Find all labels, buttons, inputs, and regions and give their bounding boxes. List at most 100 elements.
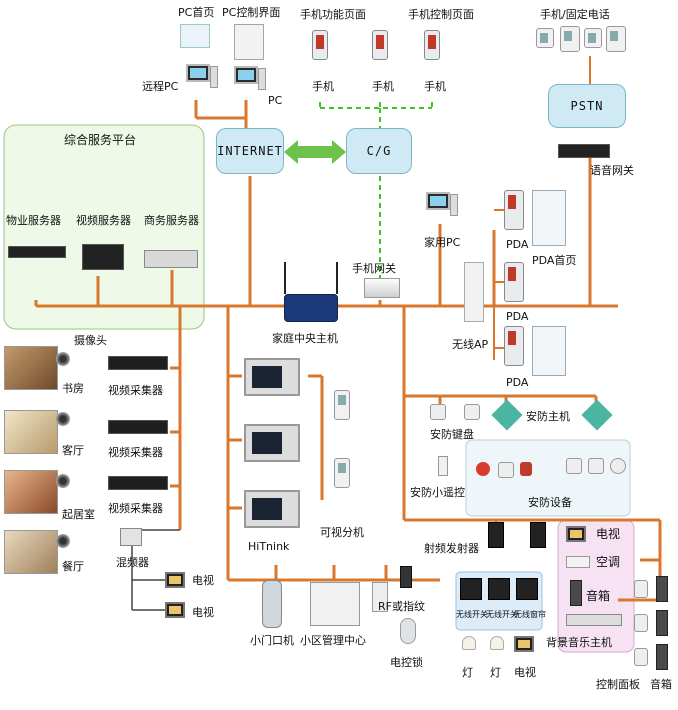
phone-gateway-label: 手机网关 — [352, 262, 396, 275]
speaker-label-1: 音箱 — [586, 589, 611, 603]
phone-label-1: 手机 — [312, 80, 334, 93]
pda-label-2: PDA — [506, 310, 529, 323]
video-intercom-icon-3 — [244, 490, 300, 528]
community-center-label: 小区管理中心 — [300, 634, 366, 647]
pda-home-label: PDA首页 — [532, 254, 577, 267]
remote-pc-label: 远程PC — [142, 80, 179, 93]
video-intercom-icon-2 — [244, 424, 300, 462]
remote-pc-icon — [186, 64, 218, 90]
wireless-ap-icon — [464, 262, 484, 322]
commerce-server-icon — [144, 250, 198, 268]
fixed-phone-icon-2 — [560, 26, 580, 52]
mixer-label: 混频器 — [116, 556, 149, 569]
motion-sensor-icon — [588, 458, 604, 474]
control-panel-icon-1 — [634, 580, 648, 598]
home-pc-icon — [426, 192, 458, 218]
rf-transmitter-icon-2 — [530, 522, 546, 548]
camera-icon-1 — [56, 352, 70, 366]
wireless-switch-label-2: 无线开关 — [486, 610, 518, 619]
cg-node: C/G — [346, 128, 412, 174]
pc-control-thumbnail — [234, 24, 264, 60]
control-panel-label: 控制面板 — [596, 678, 640, 691]
bg-music-host-label: 背景音乐主机 — [546, 636, 612, 649]
rf-transmitter-icon-1 — [488, 522, 504, 548]
door-machine-label: 小门口机 — [250, 634, 294, 647]
pc-label: PC — [268, 94, 283, 107]
wireless-switch-icon-2 — [488, 578, 510, 600]
hitnink-label: HiTnink — [248, 540, 290, 553]
wireless-curtain-label: 无线窗帘 — [514, 610, 546, 619]
dining-label: 餐厅 — [62, 560, 84, 573]
internet-node: INTERNET — [216, 128, 284, 174]
speaker-icon-2 — [656, 576, 668, 602]
phone-label-3: 手机 — [424, 80, 446, 93]
phone-fixed-phone-label: 手机/固定电话 — [540, 8, 610, 21]
property-server-icon — [8, 246, 66, 258]
security-keypad-icon-2 — [464, 404, 480, 420]
platform-title: 综合服务平台 — [64, 133, 137, 147]
camera-icon-2 — [56, 412, 70, 426]
voice-gateway-icon — [558, 144, 610, 158]
tv-label-1: 电视 — [192, 574, 214, 587]
electric-lock-label: 电控锁 — [390, 656, 423, 669]
mixer-icon — [120, 528, 142, 546]
tv-label-4: 电视 — [596, 527, 621, 541]
video-collector-icon-2 — [108, 420, 168, 434]
tv-icon-3 — [514, 636, 534, 652]
double-arrow — [284, 140, 346, 164]
extension-handset-1 — [334, 390, 350, 420]
living-room-photo — [4, 410, 58, 454]
commerce-server-label: 商务服务器 — [144, 214, 199, 227]
phone-label-2: 手机 — [372, 80, 394, 93]
voice-gateway-label: 语音网关 — [590, 164, 634, 177]
video-collector-label-1: 视频采集器 — [108, 384, 163, 397]
pstn-node: PSTN — [548, 84, 626, 128]
alarm-siren-icon — [476, 462, 490, 476]
panic-button-icon — [520, 462, 532, 476]
home-pc-label: 家用PC — [424, 236, 461, 249]
bg-music-host-icon — [566, 614, 622, 626]
home-host-router-icon — [284, 294, 338, 322]
tv-label-2: 电视 — [192, 606, 214, 619]
community-center-icon — [310, 582, 360, 626]
security-host-label: 安防主机 — [526, 410, 570, 423]
light-icon-2 — [490, 636, 504, 650]
light-icon-1 — [462, 636, 476, 650]
fixed-phone-icon-3 — [584, 28, 602, 48]
electric-lock-icon — [400, 618, 416, 644]
security-remote-label: 安防小遥控 — [410, 486, 465, 499]
air-con-label: 空调 — [596, 555, 621, 569]
pc-icon — [234, 66, 266, 92]
tv-label-3: 电视 — [514, 666, 536, 679]
visual-extension-label: 可视分机 — [320, 526, 364, 539]
study-photo — [4, 346, 58, 390]
wireless-ap-label: 无线AP — [452, 338, 489, 351]
door-sensor-icon — [566, 458, 582, 474]
pda-icon-1 — [504, 190, 524, 230]
camera-icon-3 — [56, 474, 70, 488]
pc-home-label: PC首页 — [178, 6, 215, 19]
security-keypad-label: 安防键盘 — [430, 428, 474, 441]
pda-icon-3 — [504, 326, 524, 366]
bedroom-label: 起居室 — [62, 508, 95, 521]
fixed-phone-icon-1 — [536, 28, 554, 48]
router-antenna-left — [284, 262, 286, 294]
phone-control-page-icon — [424, 30, 440, 60]
control-panel-icon-2 — [634, 614, 648, 632]
pda-label-3: PDA — [506, 376, 529, 389]
door-machine-icon — [262, 580, 282, 628]
video-collector-label-3: 视频采集器 — [108, 502, 163, 515]
tv-icon-1 — [165, 572, 185, 588]
camera-label: 摄像头 — [74, 334, 107, 347]
phone-function-page-icon-2 — [372, 30, 388, 60]
security-equipment-label: 安防设备 — [528, 496, 572, 509]
platform-zone — [3, 124, 205, 330]
home-host-label: 家庭中央主机 — [272, 332, 338, 345]
phone-function-page-label: 手机功能页面 — [300, 8, 366, 21]
speaker-icon-1 — [570, 580, 582, 606]
speaker-label-2: 音箱 — [650, 678, 672, 691]
pda-app-thumbnail — [532, 326, 566, 376]
pda-icon-2 — [504, 262, 524, 302]
security-keypad-icon-1 — [430, 404, 446, 420]
pc-home-thumbnail — [180, 24, 210, 48]
